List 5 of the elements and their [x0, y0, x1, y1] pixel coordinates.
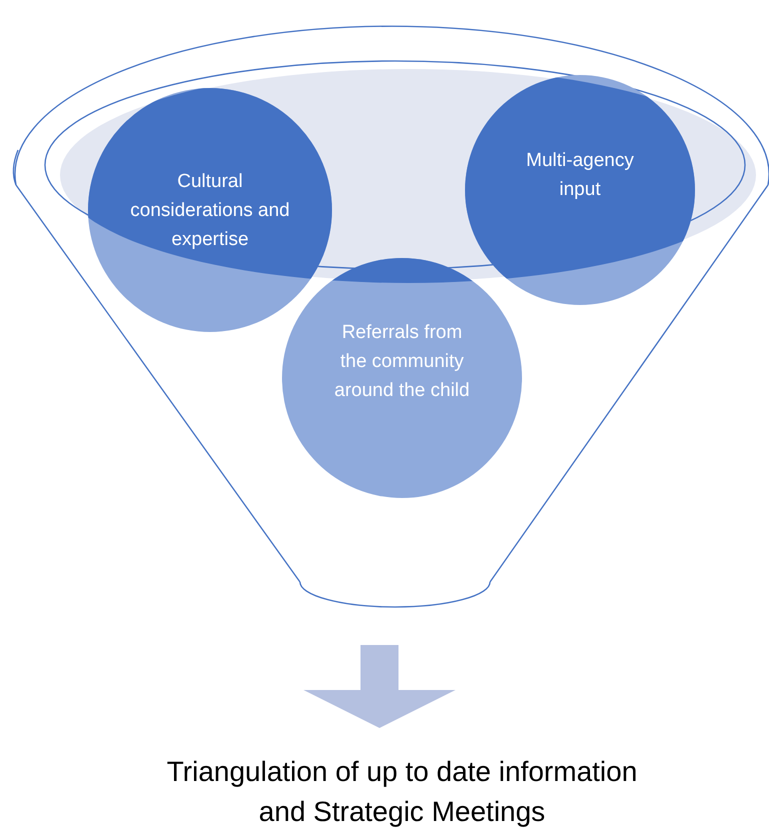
down-arrow [304, 645, 456, 728]
circle-label: Cultural considerations and expertise [129, 170, 291, 252]
circle-label: Referrals from the community around the child [333, 320, 471, 402]
circle-label: Multi-agency input [525, 149, 635, 202]
outcome-text: Triangulation of up to date information and Strategic Meetings [166, 755, 638, 829]
